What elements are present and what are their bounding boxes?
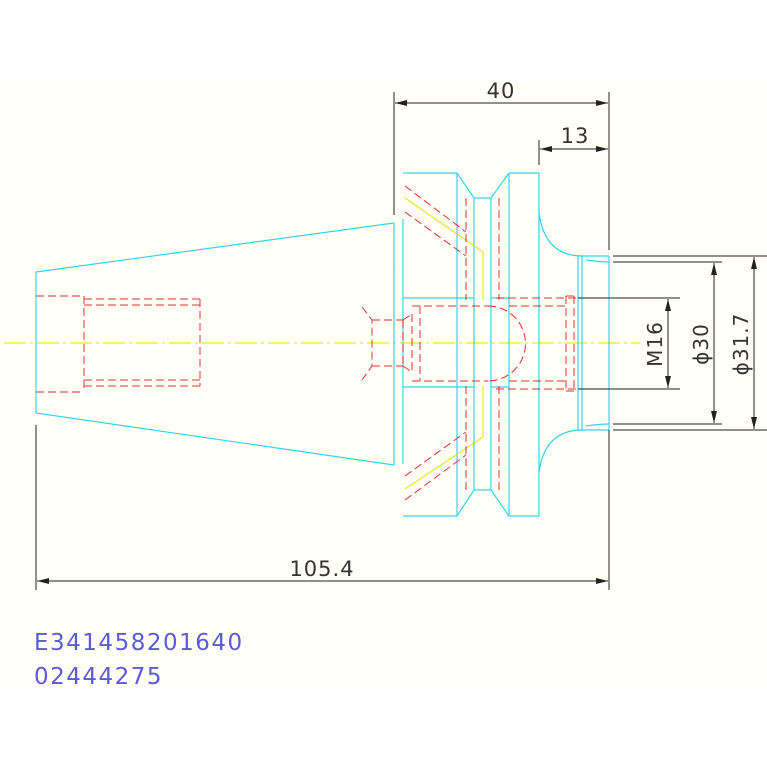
inner-profile xyxy=(404,197,484,490)
diameter-inner-label: ϕ30 xyxy=(689,323,713,365)
diameter-outer-label: ϕ31.7 xyxy=(729,313,753,376)
part-outline xyxy=(35,172,610,517)
dimension-lines xyxy=(35,92,767,590)
part-code: E341458201640 xyxy=(34,630,244,656)
thread-label: M16 xyxy=(643,321,667,367)
total-length-label: 105.4 xyxy=(289,557,354,581)
drawing-sheet xyxy=(0,82,767,688)
collar-length-label: 13 xyxy=(561,124,590,148)
order-number: 02444275 xyxy=(34,664,164,690)
flange-length-label: 40 xyxy=(487,79,516,103)
hidden-bore-lines xyxy=(36,185,578,501)
